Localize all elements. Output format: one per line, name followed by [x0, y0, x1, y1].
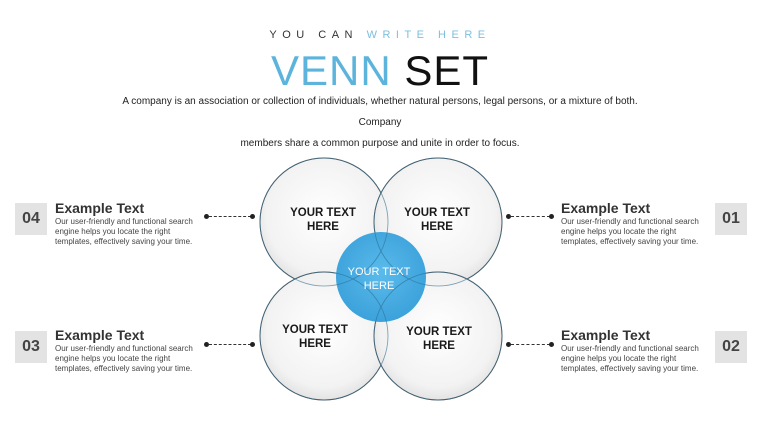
description-line-1: A company is an association or collectio…	[122, 96, 638, 128]
connector-line	[209, 216, 251, 217]
item-01: Example Text Our user-friendly and funct…	[561, 200, 711, 247]
item-04-title: Example Text	[55, 200, 145, 216]
item-01-desc: Our user-friendly and functional search …	[561, 217, 699, 246]
tagline: YOU CAN WRITE HERE	[0, 29, 760, 41]
title-blue: VENN	[270, 47, 392, 94]
item-02-title: Example Text	[561, 327, 651, 343]
item-04: Example Text Our user-friendly and funct…	[55, 200, 205, 247]
tagline-dark: YOU CAN	[269, 29, 358, 41]
item-03: Example Text Our user-friendly and funct…	[55, 327, 205, 374]
description-line-2: members share a common purpose and unite…	[240, 138, 520, 149]
item-04-desc: Our user-friendly and functional search …	[55, 217, 193, 246]
connector-dot	[250, 214, 255, 219]
connector-dot	[250, 342, 255, 347]
item-03-desc: Our user-friendly and functional search …	[55, 344, 193, 373]
number-badge-04: 04	[15, 203, 47, 235]
connector-dot	[204, 214, 209, 219]
item-02: Example Text Our user-friendly and funct…	[561, 327, 711, 374]
number-badge-03: 03	[15, 331, 47, 363]
number-badge-01: 01	[715, 203, 747, 235]
title-black: SET	[404, 47, 490, 94]
tagline-light: WRITE HERE	[366, 29, 491, 41]
item-01-title: Example Text	[561, 200, 651, 216]
number-badge-02: 02	[715, 331, 747, 363]
connector-dot	[549, 214, 554, 219]
connector-line	[209, 344, 251, 345]
venn-center-circle	[336, 232, 426, 322]
connector-line	[511, 344, 550, 345]
page-title: VENN SET	[0, 46, 760, 96]
connector-line	[511, 216, 550, 217]
connector-dot	[549, 342, 554, 347]
connector-dot	[506, 214, 511, 219]
item-03-title: Example Text	[55, 327, 145, 343]
description: A company is an association or collectio…	[110, 91, 650, 154]
item-02-desc: Our user-friendly and functional search …	[561, 344, 699, 373]
connector-dot	[204, 342, 209, 347]
connector-dot	[506, 342, 511, 347]
